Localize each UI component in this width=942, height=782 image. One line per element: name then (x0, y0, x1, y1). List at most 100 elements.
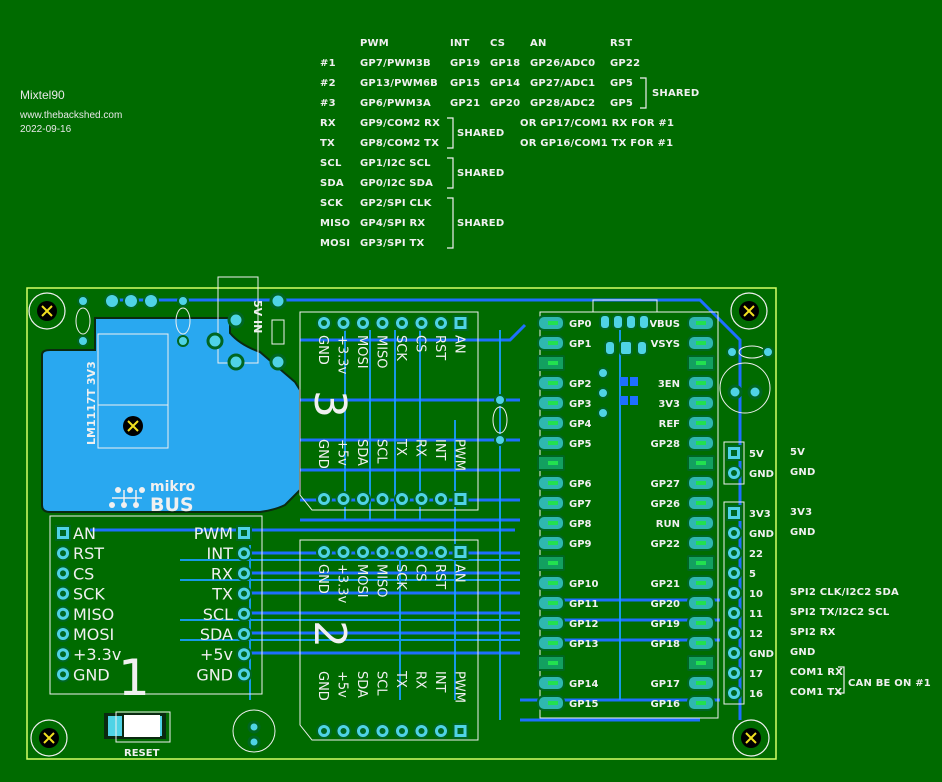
usb-outline (592, 299, 658, 313)
socket1-left-pin-label: CS (73, 564, 94, 583)
pico-left-label: GP11 (569, 599, 598, 610)
cell-int: GP19 (450, 58, 481, 69)
pico-left-label: GP8 (569, 519, 592, 530)
socket1-right-pin-label: INT (207, 544, 234, 563)
socket3-bottom-pin-label: INT (432, 439, 447, 461)
power-header-label: GND (749, 469, 774, 480)
cell-rst: GP5 (610, 78, 634, 89)
socket3-top-pin-label: AN (452, 335, 467, 354)
row-label: SCL (320, 158, 342, 169)
logo-bottom: BUS (150, 494, 194, 516)
header-an: AN (530, 38, 547, 49)
header-pwm: PWM (360, 38, 389, 49)
side-note-ext: SPI2 RX (790, 627, 836, 638)
pico-left-label: GP14 (569, 679, 598, 690)
socket1-right-pin-label: TX (211, 585, 233, 604)
cell-value: GP8/COM2 TX (360, 138, 440, 149)
pico-right-label: VSYS (651, 339, 680, 350)
ext-header-label: 17 (749, 669, 763, 680)
side-note-com: CAN BE ON #1 (848, 678, 931, 689)
row-label: #3 (320, 98, 336, 109)
reset-button (104, 711, 171, 743)
socket1-left-pin-label: SCK (73, 585, 105, 604)
cell-value: GP2/SPI CLK (360, 198, 432, 209)
socket1-left-pin-label: MISO (73, 605, 114, 624)
reset-label: RESET (124, 748, 160, 759)
website-label: www.thebackshed.com (20, 110, 123, 121)
socket2-bottom-pin-label: INT (432, 671, 447, 693)
socket3-bottom-pin-label: TX (393, 438, 408, 456)
pico-right-label: GP22 (651, 539, 680, 550)
side-note-ext: COM1 TX (790, 687, 843, 698)
ext-header-label: 22 (749, 549, 763, 560)
side-note-ext: SPI2 TX/I2C2 SCL (790, 607, 890, 618)
cell-value: GP3/SPI TX (360, 238, 425, 249)
socket3-top-pin-label: MOSI (354, 335, 369, 369)
socket3-top-pin-label: +3.3v (335, 335, 350, 375)
socket3-bottom-pin-label: SDA (354, 439, 369, 466)
bracket-i2c (447, 157, 454, 189)
pico-right-label: REF (659, 419, 680, 430)
socket3-bottom-pin-label: GND (315, 439, 330, 469)
cap-outline-bottom (232, 709, 276, 753)
socket2-top-pin-label: CS (413, 564, 428, 581)
row-label: RX (320, 118, 336, 129)
pico-right-label: GP21 (651, 579, 680, 590)
socket3-top-pin-label: RST (432, 335, 447, 360)
pico-left-label: GP0 (569, 319, 592, 330)
row-label: MISO (320, 218, 351, 229)
socket2-bottom-pin-label: SCL (374, 671, 389, 696)
header-int: INT (450, 38, 470, 49)
cell-value: GP0/I2C SDA (360, 178, 434, 189)
ext-header-label: 10 (749, 589, 763, 600)
bracket-uart (447, 117, 454, 149)
socket3-top-pin-label: GND (315, 335, 330, 365)
cell-cs: GP20 (490, 98, 521, 109)
pico-right-label: GP16 (651, 699, 680, 710)
mounting-hole-icon (730, 292, 768, 330)
cell-value: GP9/COM2 RX (360, 118, 440, 129)
cell-int: GP15 (450, 78, 481, 89)
pico-right-label: GP28 (651, 439, 680, 450)
pico-pins: GP0GP1GP2GP3GP4GP5GP6GP7GP8GP9GP10GP11GP… (537, 315, 715, 711)
electrolytic-cap-outline (719, 362, 771, 414)
author-label: Mixtel90 (20, 88, 65, 102)
cell-pwm: GP7/PWM3B (360, 58, 431, 69)
shared-brackets (447, 77, 647, 249)
cell-cs: GP14 (490, 78, 521, 89)
socket2-bottom-pin-label: RX (413, 671, 428, 689)
socket1-right-pin-label: RX (211, 564, 233, 583)
mikrobus-logo-icon (109, 487, 145, 508)
cell-alt: OR GP17/COM1 RX FOR #1 (520, 118, 675, 129)
side-note-ext: GND (790, 527, 816, 538)
i2c-shared-note: SHARED (457, 168, 505, 179)
mounting-hole-icon (28, 292, 66, 330)
pico-right-label: GP20 (651, 599, 680, 610)
socket2-top-pin-label: MISO (374, 564, 389, 598)
ext-header-label: 16 (749, 689, 763, 700)
socket3-bottom-pin-label: RX (413, 439, 428, 457)
socket1-left-pin-label: AN (73, 524, 96, 543)
socket2-bottom-pin-label: SDA (354, 671, 369, 698)
side-note-power: 5V (790, 447, 806, 458)
pico-right-label: 3V3 (658, 399, 680, 410)
socket1-right-pin-label: PWM (194, 524, 233, 543)
socket2-top-pin-label: RST (432, 564, 447, 589)
socket2-bottom-pin-label: PWM (452, 671, 467, 703)
ext-header-outline (723, 501, 745, 705)
socket1-outline (49, 515, 263, 695)
pico-left-label: GP13 (569, 639, 598, 650)
socket3-outline (299, 311, 479, 511)
pico-left-label: GP4 (569, 419, 592, 430)
debug-pads (597, 314, 650, 419)
mounting-hole-icon (732, 719, 770, 757)
bracket-rst (640, 77, 647, 109)
ext-header-label: 11 (749, 609, 763, 620)
socket1-pins: ANRSTCSSCKMISOMOSI+3.3vGNDPWMINTRXTXSCLS… (55, 524, 252, 684)
pico-right-label: GP26 (651, 499, 680, 510)
socket2-top-pin-label: AN (452, 564, 467, 583)
row-label: TX (320, 138, 335, 149)
